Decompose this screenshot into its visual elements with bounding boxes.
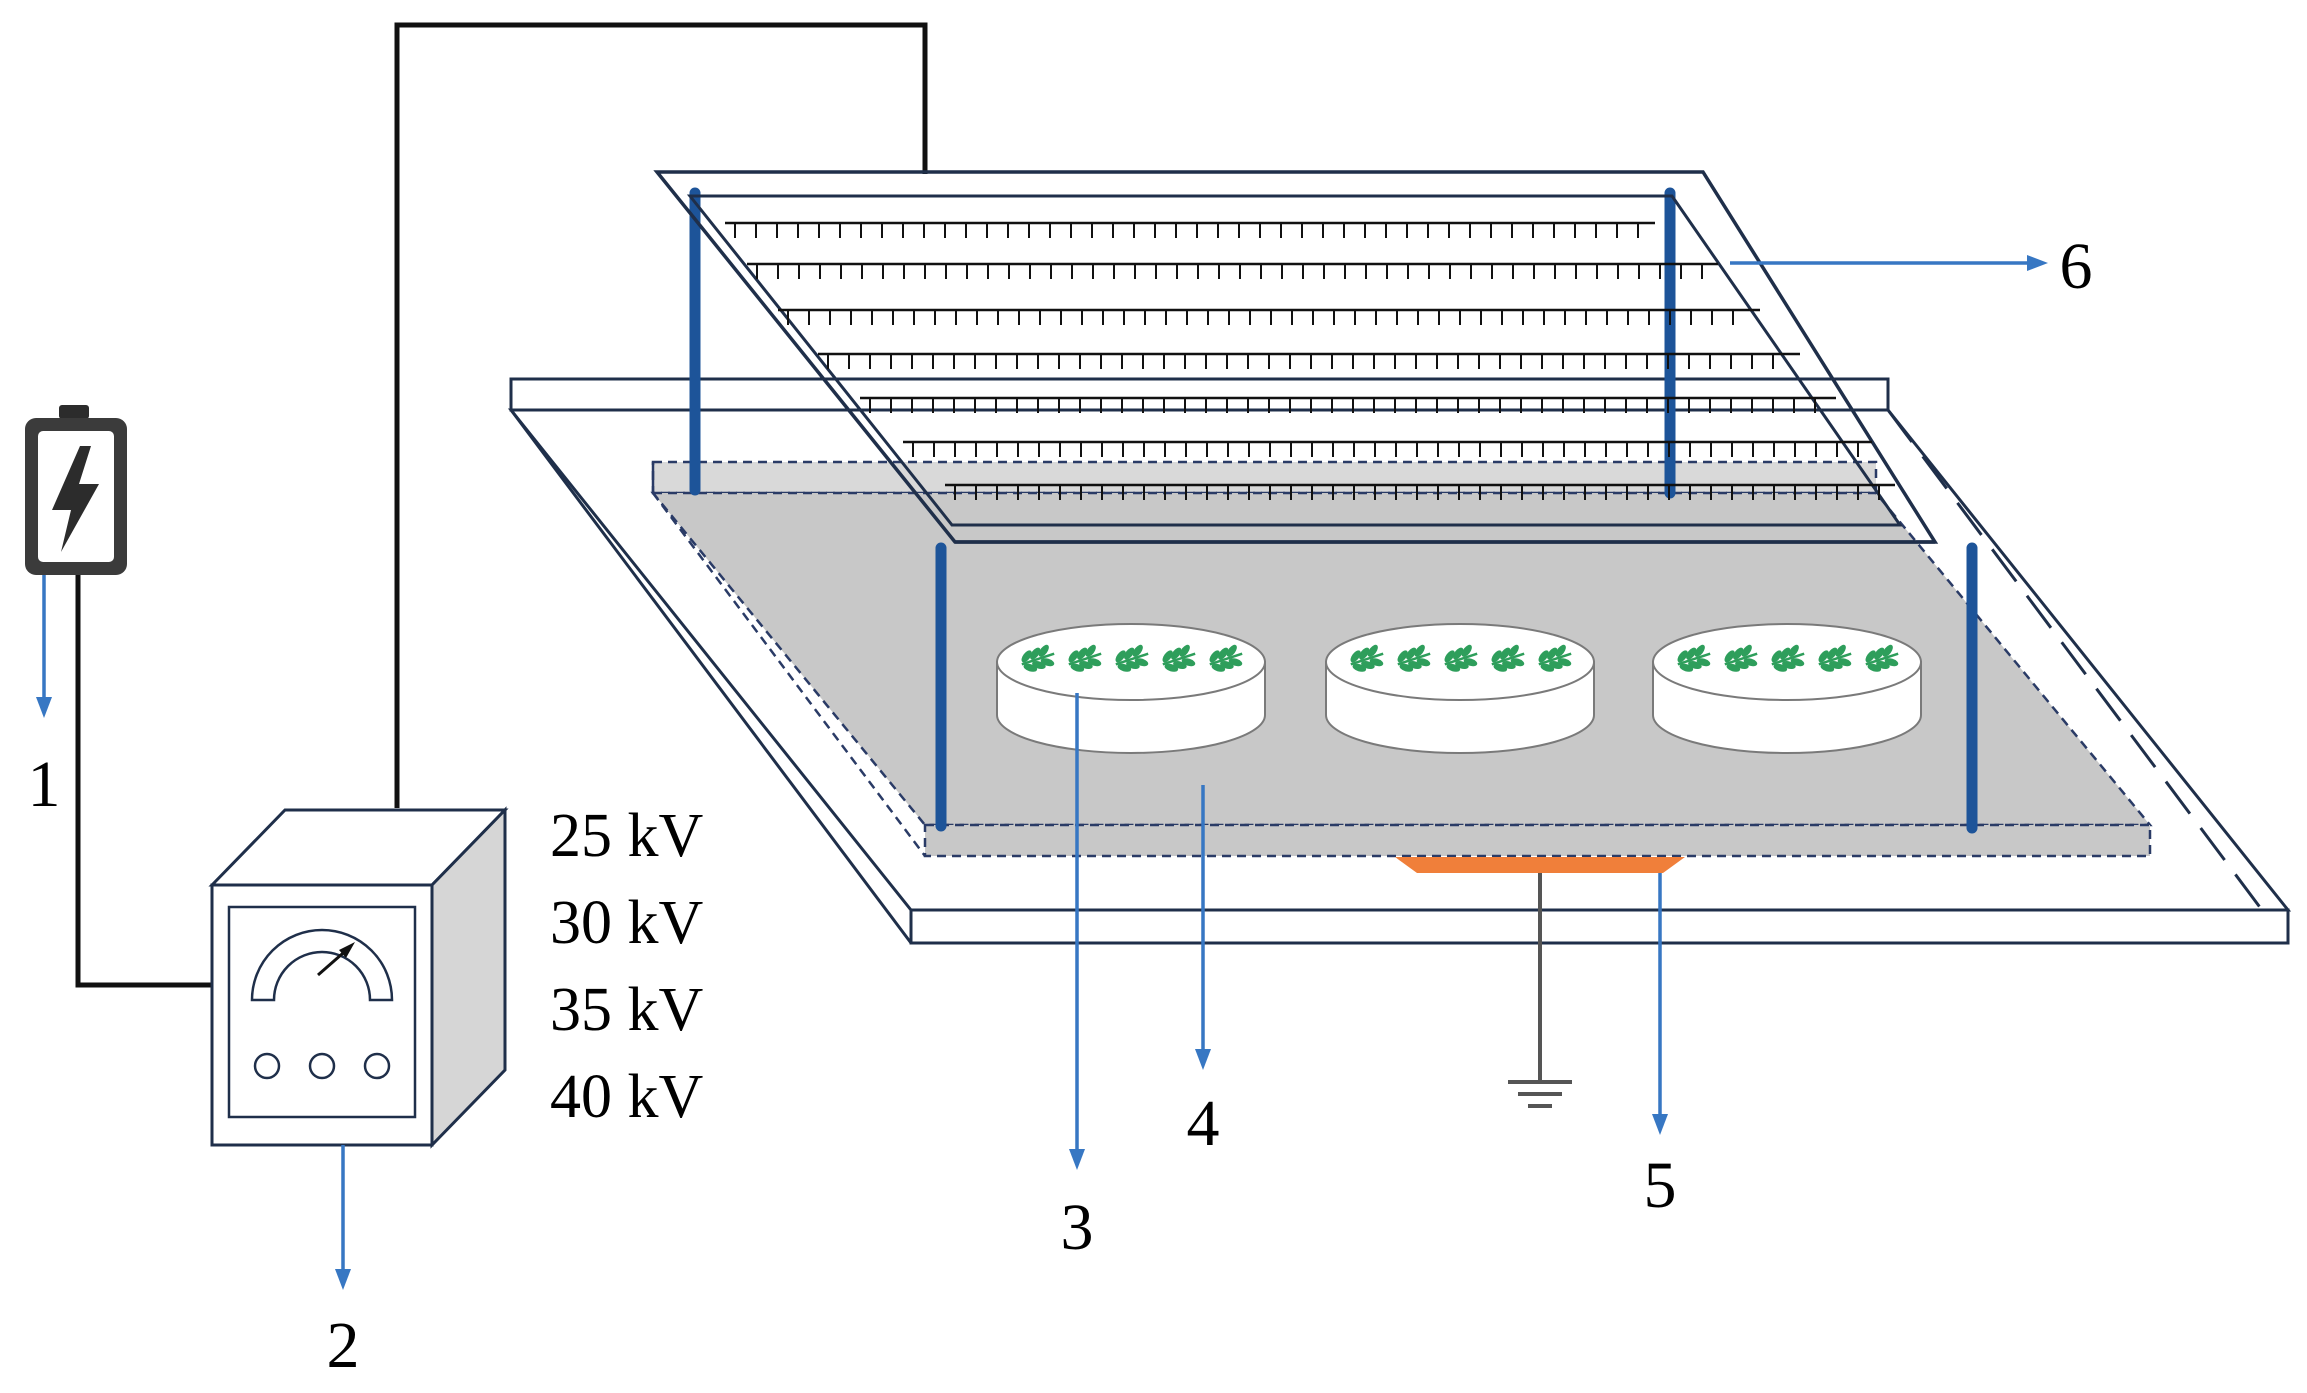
power-wires	[75, 22, 928, 988]
knob-right	[363, 1052, 391, 1080]
callout-arrow-3	[1069, 693, 1085, 1170]
needle-row-3	[778, 308, 1760, 325]
electrode-frame	[653, 170, 1939, 544]
seedling-icon	[1818, 644, 1852, 672]
needle-row-6	[903, 440, 1872, 457]
seedling-icon	[1444, 644, 1478, 672]
seedling-icon	[1115, 644, 1149, 672]
seedling-icon	[1724, 644, 1758, 672]
needle-row-5	[860, 396, 1836, 413]
front-pillars	[935, 542, 1978, 834]
callout-arrows	[36, 255, 2048, 1290]
seedling-icon	[1021, 644, 1055, 672]
voltmeter-dial-icon	[250, 928, 394, 1002]
needle-row-4	[818, 352, 1800, 369]
seedling-icon	[1677, 644, 1711, 672]
needle-row-2	[747, 262, 1718, 279]
seedling-icon	[1068, 644, 1102, 672]
wire-generator-to-electrode	[394, 22, 928, 808]
callout-label-3: 3	[1061, 1191, 1094, 1264]
seedling-icon	[1491, 644, 1525, 672]
callout-arrow-2	[335, 1145, 351, 1290]
voltage-levels: 25 kV 30 kV 35 kV 40 kV	[550, 802, 704, 1131]
ground-assembly	[1395, 857, 1685, 1108]
petri-dish-2	[1325, 623, 1595, 754]
callout-label-2: 2	[327, 1309, 360, 1382]
needle-electrode-array	[725, 221, 1895, 500]
seedling-icon	[1538, 644, 1572, 672]
petri-dish-3	[1652, 623, 1922, 754]
callout-label-4: 4	[1187, 1087, 1220, 1160]
callout-label-1: 1	[28, 748, 61, 821]
lightning-icon	[52, 446, 99, 552]
high-voltage-generator	[208, 806, 509, 1149]
seedling-icon	[1162, 644, 1196, 672]
callout-arrow-6	[1730, 255, 2048, 271]
knob-middle	[308, 1052, 336, 1080]
callout-arrow-5	[1652, 873, 1668, 1135]
callout-label-6: 6	[2060, 230, 2093, 303]
seedling-icon	[1350, 644, 1384, 672]
callout-arrow-1	[36, 575, 52, 718]
seedling-icon	[1865, 644, 1899, 672]
voltage-level-40kv: 40 kV	[550, 1063, 704, 1131]
needle-row-1	[725, 221, 1655, 238]
voltage-level-25kv: 25 kV	[550, 802, 704, 870]
voltage-level-30kv: 30 kV	[550, 889, 704, 957]
petri-dishes	[996, 623, 1922, 754]
ground-plate	[1395, 857, 1685, 873]
knob-left	[253, 1052, 281, 1080]
voltage-level-35kv: 35 kV	[550, 976, 704, 1044]
callout-labels: 1 2 3 4 5 6	[28, 230, 2093, 1382]
petri-dish-1	[996, 623, 1266, 754]
callout-label-5: 5	[1644, 1149, 1677, 1222]
seedling-icon	[1397, 644, 1431, 672]
wire-battery-to-generator	[75, 575, 212, 988]
battery-icon	[25, 405, 127, 575]
earth-ground-icon	[1508, 1080, 1572, 1108]
seedling-icon	[1771, 644, 1805, 672]
seedling-icon	[1209, 644, 1243, 672]
needle-row-7	[945, 483, 1895, 500]
callout-arrow-4	[1195, 785, 1211, 1070]
